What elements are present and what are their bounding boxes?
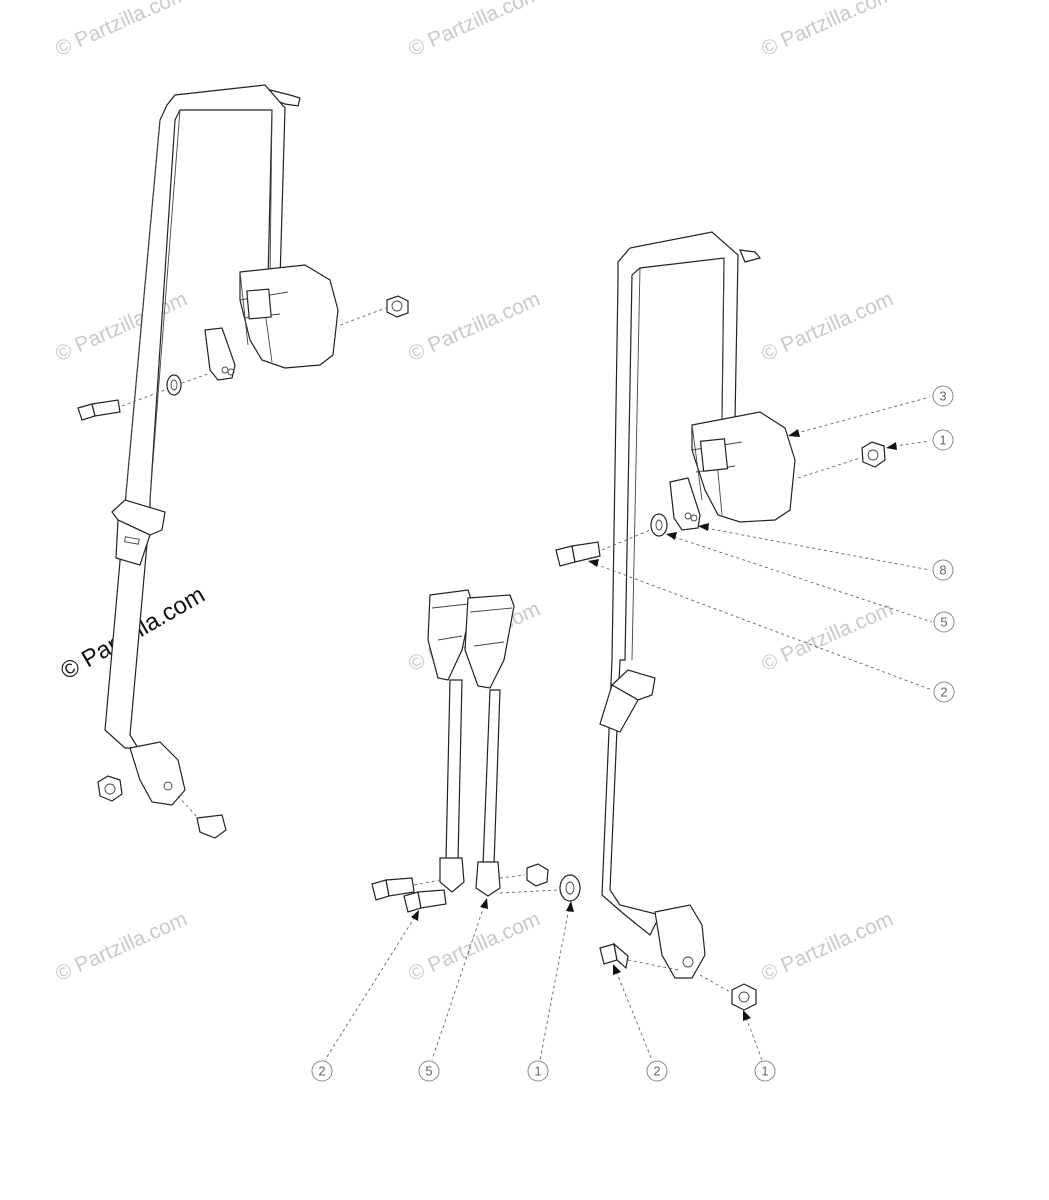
callout-5[interactable]: 5 — [933, 611, 955, 633]
svg-text:2: 2 — [318, 1064, 325, 1079]
left-seatbelt-assembly — [77, 84, 409, 839]
svg-text:1: 1 — [761, 1064, 768, 1079]
svg-text:5: 5 — [425, 1064, 432, 1079]
nut — [526, 863, 549, 887]
anchor-plate — [654, 904, 706, 979]
svg-text:2: 2 — [940, 685, 947, 700]
svg-text:8: 8 — [939, 563, 946, 578]
callout-2[interactable]: 2 — [933, 681, 955, 703]
callout-5[interactable]: 5 — [418, 1060, 440, 1082]
buckle-strap — [445, 679, 463, 861]
belt-webbing — [104, 84, 286, 749]
nut — [731, 983, 757, 1011]
right-seatbelt-assembly — [555, 231, 886, 1011]
center-buckle-assembly — [371, 589, 581, 913]
svg-text:1: 1 — [939, 433, 946, 448]
callout-leaders — [324, 396, 933, 1061]
callout-1[interactable]: 1 — [527, 1060, 549, 1082]
svg-text:1: 1 — [534, 1064, 541, 1079]
nut — [97, 775, 123, 802]
top-bracket — [739, 249, 762, 263]
callout-2[interactable]: 2 — [311, 1060, 333, 1082]
mounting-plate — [204, 327, 236, 381]
washer — [166, 374, 182, 396]
buckle — [427, 589, 473, 681]
nut — [386, 295, 409, 318]
callout-1[interactable]: 1 — [932, 429, 954, 451]
washer — [650, 513, 668, 537]
mounting-plate — [669, 477, 701, 531]
nut — [861, 441, 886, 468]
svg-text:3: 3 — [939, 389, 946, 404]
svg-text:5: 5 — [940, 615, 947, 630]
belt-webbing — [601, 231, 739, 936]
bolt — [196, 814, 227, 839]
callout-1[interactable]: 1 — [754, 1060, 776, 1082]
buckle-strap — [482, 689, 501, 866]
svg-text:2: 2 — [653, 1064, 660, 1079]
washer — [559, 874, 581, 902]
buckle — [464, 594, 515, 689]
callout-8[interactable]: 8 — [932, 559, 954, 581]
callout-2[interactable]: 2 — [646, 1060, 668, 1082]
anchor-plate — [129, 741, 186, 806]
callout-3[interactable]: 3 — [932, 385, 954, 407]
